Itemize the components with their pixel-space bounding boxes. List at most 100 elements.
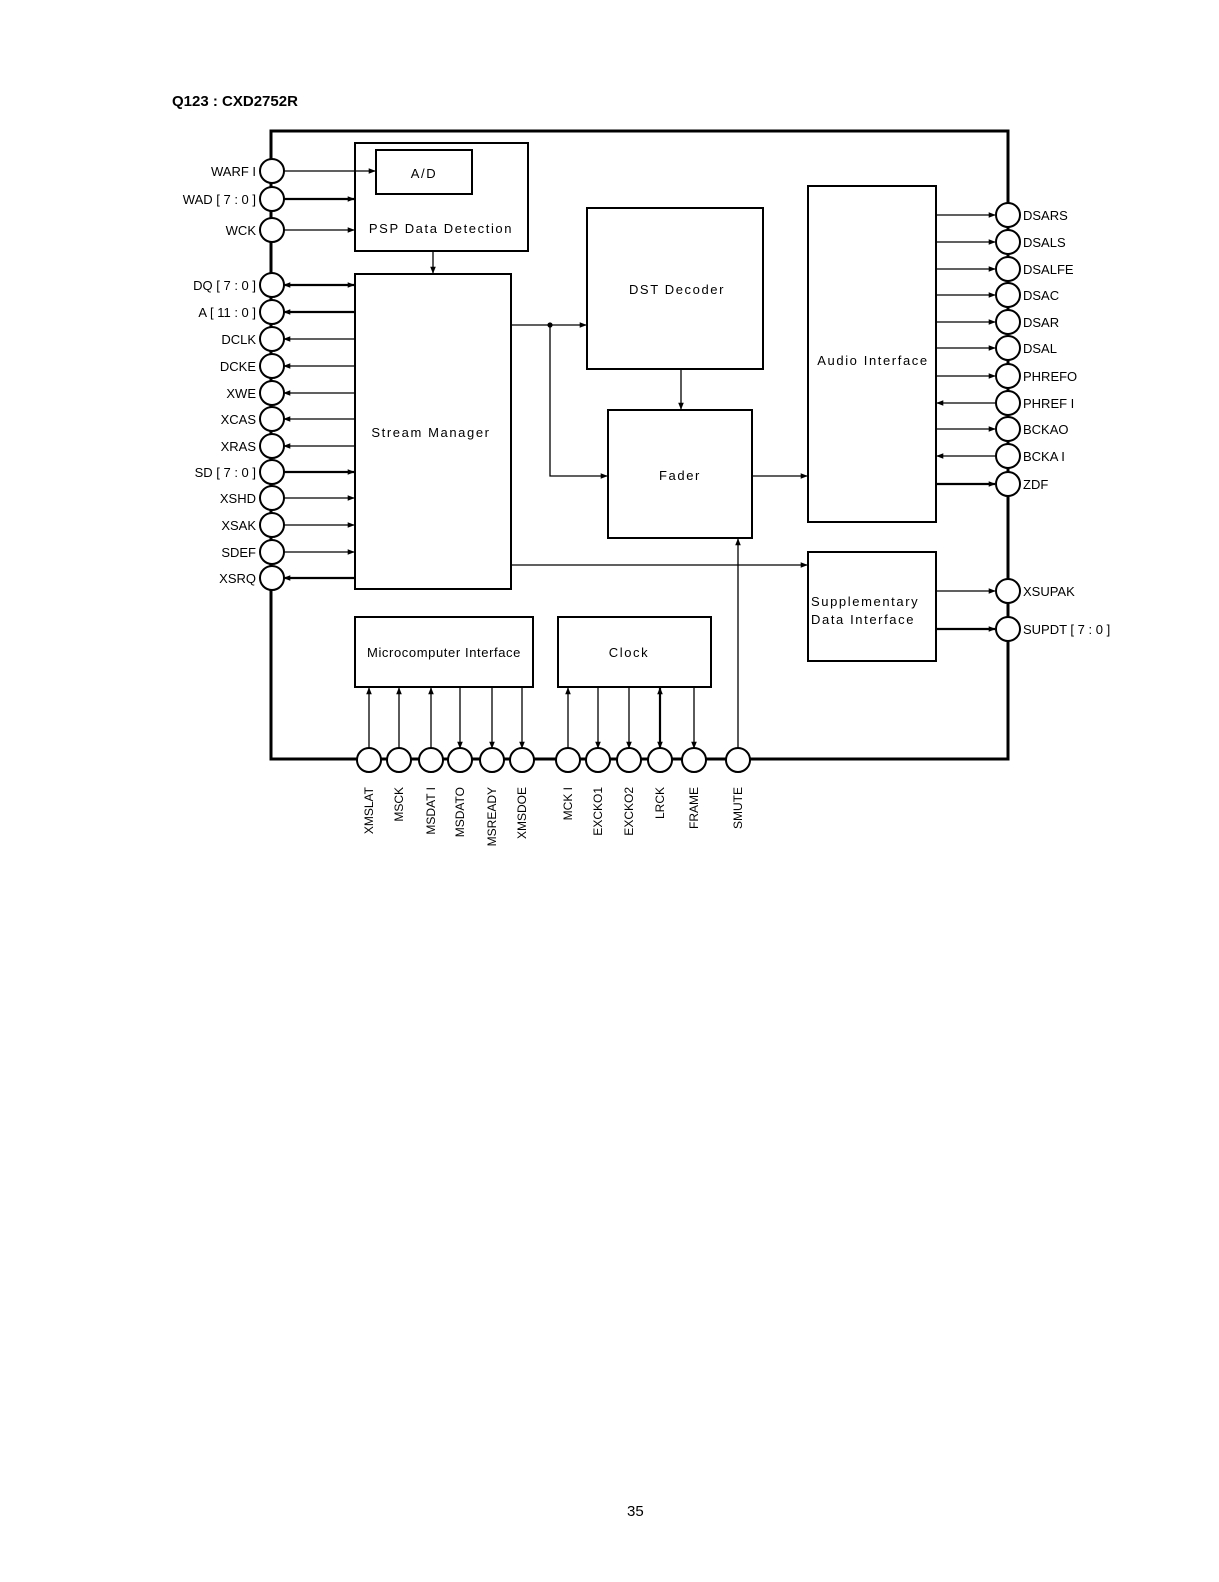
pin-label-frame: FRAME (687, 787, 701, 829)
pin-dclk (259, 326, 285, 352)
pin-label-bcka-i: BCKA I (1023, 449, 1065, 464)
audio-interface-block: Audio Interface (807, 185, 937, 523)
pin-sd-7-0 (259, 459, 285, 485)
pin-label-xras: XRAS (221, 439, 257, 454)
pin-label-xwe: XWE (226, 386, 256, 401)
pin-label-xcas: XCAS (221, 412, 257, 427)
pin-label-dsals: DSALS (1023, 235, 1066, 250)
ad-label: A/D (411, 166, 437, 181)
page-title: Q123 : CXD2752R (172, 93, 298, 110)
pin-smute (725, 747, 751, 773)
pin-label-supdt-7-0: SUPDT [ 7 : 0 ] (1023, 622, 1110, 637)
pin-msdato (447, 747, 473, 773)
pin-phref-i (995, 390, 1021, 416)
pin-dsars (995, 202, 1021, 228)
pin-dsac (995, 282, 1021, 308)
pin-dsalfe (995, 256, 1021, 282)
pin-label-dsars: DSARS (1023, 208, 1068, 223)
supplementary-data-interface-block: Supplementary Data Interface (807, 551, 937, 662)
pin-msdat-i (418, 747, 444, 773)
pin-xmsdoe (509, 747, 535, 773)
stream-manager-block: Stream Manager (354, 273, 512, 590)
pin-label-excko2: EXCKO2 (622, 787, 636, 836)
ad-block: A/D (375, 149, 473, 195)
pin-label-dsar: DSAR (1023, 315, 1059, 330)
junction-dot (547, 322, 553, 328)
pin-xshd (259, 485, 285, 511)
pin-label-msdat-i: MSDAT I (424, 787, 438, 835)
pin-label-dsac: DSAC (1023, 288, 1059, 303)
clock-block: Clock (557, 616, 712, 688)
pin-label-dsalfe: DSALFE (1023, 262, 1074, 277)
pin-label-phref-i: PHREF I (1023, 396, 1074, 411)
pin-label-smute: SMUTE (731, 787, 745, 829)
pin-label-msck: MSCK (392, 787, 406, 822)
pin-label-phrefo: PHREFO (1023, 369, 1077, 384)
pin-zdf (995, 471, 1021, 497)
pin-xras (259, 433, 285, 459)
stream-label: Stream Manager (371, 425, 490, 440)
pin-msready (479, 747, 505, 773)
pin-xsak (259, 512, 285, 538)
pin-label-xsrq: XSRQ (219, 571, 256, 586)
pin-label-mck-i: MCK I (561, 787, 575, 820)
pin-dsar (995, 309, 1021, 335)
pin-label-dcke: DCKE (220, 359, 256, 374)
pin-xcas (259, 406, 285, 432)
clock-label: Clock (609, 645, 650, 660)
pin-label-a-11-0: A [ 11 : 0 ] (198, 305, 256, 320)
audio-label: Audio Interface (817, 353, 928, 368)
pin-xmslat (356, 747, 382, 773)
psp-label: PSP Data Detection (369, 221, 513, 236)
pin-label-xshd: XSHD (220, 491, 256, 506)
pin-wck (259, 217, 285, 243)
page-number: 35 (627, 1503, 644, 1520)
pin-label-warf-i: WARF I (211, 164, 256, 179)
pin-excko1 (585, 747, 611, 773)
pin-lrck (647, 747, 673, 773)
pin-label-wck: WCK (226, 223, 257, 238)
pin-label-lrck: LRCK (653, 787, 667, 819)
supp-label-2: Data Interface (811, 612, 915, 627)
pin-sdef (259, 539, 285, 565)
pin-bckao (995, 416, 1021, 442)
pin-label-dclk: DCLK (221, 332, 256, 347)
pin-dq-7-0 (259, 272, 285, 298)
fader-label: Fader (659, 468, 701, 483)
pin-dsal (995, 335, 1021, 361)
micro-label: Microcomputer Interface (367, 645, 521, 660)
microcomputer-interface-block: Microcomputer Interface (354, 616, 534, 688)
pin-label-dq-7-0: DQ [ 7 : 0 ] (193, 278, 256, 293)
pin-label-dsal: DSAL (1023, 341, 1057, 356)
pin-excko2 (616, 747, 642, 773)
pin-wad-7-0 (259, 186, 285, 212)
pin-mck-i (555, 747, 581, 773)
pin-bcka-i (995, 443, 1021, 469)
pin-msck (386, 747, 412, 773)
dst-label: DST Decoder (629, 282, 725, 297)
pin-supdt-7-0 (995, 616, 1021, 642)
pin-label-msdato: MSDATO (453, 787, 467, 837)
pin-a-11-0 (259, 299, 285, 325)
pin-phrefo (995, 363, 1021, 389)
pin-xwe (259, 380, 285, 406)
supp-label-1: Supplementary (811, 594, 919, 609)
dst-decoder-block: DST Decoder (586, 207, 764, 370)
pin-dsals (995, 229, 1021, 255)
pin-label-bckao: BCKAO (1023, 422, 1069, 437)
pin-dcke (259, 353, 285, 379)
pin-label-sd-7-0: SD [ 7 : 0 ] (195, 465, 256, 480)
pin-frame (681, 747, 707, 773)
right-pins: DSARS DSALS DSALFE DSAC DSAR DSAL PHREFO PHREF … (936, 202, 1110, 642)
pin-label-msready: MSREADY (485, 787, 499, 846)
pin-label-xsak: XSAK (221, 518, 256, 533)
fader-block: Fader (607, 409, 753, 539)
left-pins: WARF I WAD [ 7 : 0 ] WCK DQ [ 7 : 0 ] A [ 11… (183, 158, 376, 591)
pin-label-excko1: EXCKO1 (591, 787, 605, 836)
pin-label-xmslat: XMSLAT (362, 786, 376, 834)
pin-label-wad-7-0: WAD [ 7 : 0 ] (183, 192, 256, 207)
pin-label-zdf: ZDF (1023, 477, 1048, 492)
pin-warf-i (259, 158, 285, 184)
